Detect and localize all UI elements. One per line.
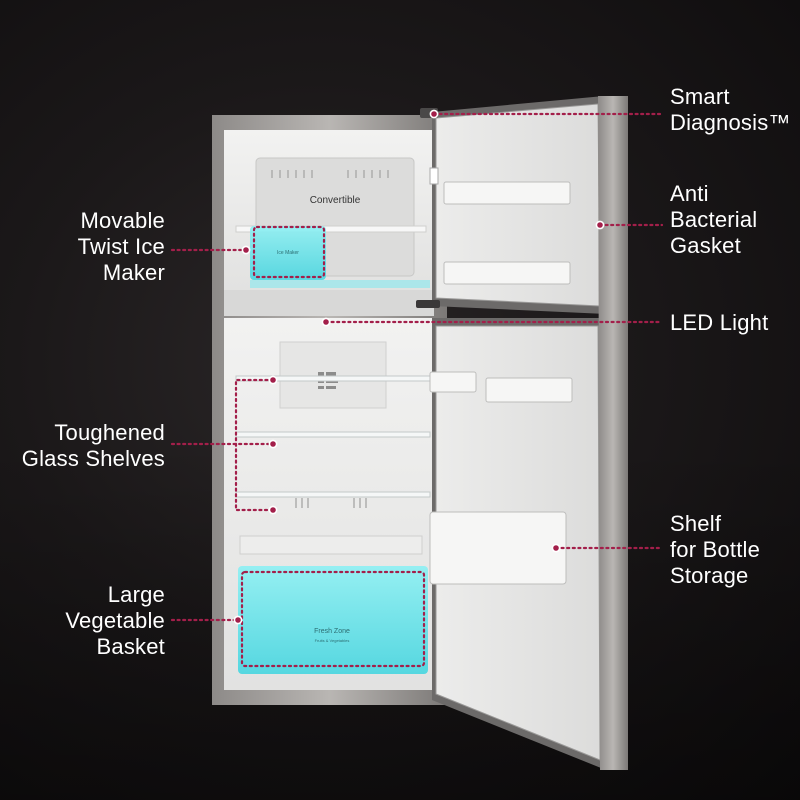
connector-dots: [233, 109, 605, 625]
callout-ice-maker: Movable Twist Ice Maker: [78, 208, 165, 286]
callout-anti-bacterial: Anti Bacterial Gasket: [670, 181, 757, 259]
callout-shelf-bottle-line2: for Bottle: [670, 537, 761, 562]
callout-veg-basket: Large Vegetable Basket: [65, 582, 165, 660]
callout-shelf-bottle-line3: Storage: [670, 563, 749, 588]
callout-anti-bacterial-line3: Gasket: [670, 233, 741, 258]
freezer-divider: [224, 290, 434, 316]
callout-glass-shelves-line1: Toughened: [54, 420, 165, 445]
callout-veg-basket-line3: Basket: [96, 634, 165, 659]
callout-veg-basket-line2: Vegetable: [65, 608, 165, 633]
callout-ice-maker-line1: Movable: [80, 208, 165, 233]
crisper-label: Fresh Zone: [314, 628, 350, 635]
crisper-highlight: [238, 566, 428, 674]
callout-shelf-bottle-line1: Shelf: [670, 511, 722, 536]
callout-led-light: LED Light: [670, 310, 768, 336]
callout-ice-maker-line3: Maker: [102, 260, 165, 285]
callout-led-light-line1: LED Light: [670, 310, 769, 335]
callout-glass-shelves: Toughened Glass Shelves: [22, 420, 165, 472]
callout-shelf-bottle: Shelf for Bottle Storage: [670, 511, 760, 589]
callout-glass-shelves-line2: Glass Shelves: [21, 446, 165, 471]
callout-veg-basket-line1: Large: [107, 582, 165, 607]
callout-smart-diagnosis-line1: Smart: [670, 84, 730, 109]
ice-maker-highlight: [250, 226, 326, 280]
callout-smart-diagnosis-line2: Diagnosis™: [670, 110, 791, 135]
callout-ice-maker-line2: Twist Ice: [77, 234, 165, 259]
freezer-panel-label: Convertible: [310, 195, 361, 206]
ice-tray-label: Ice Maker: [277, 250, 299, 256]
callout-smart-diagnosis: Smart Diagnosis™: [670, 84, 791, 136]
callout-anti-bacterial-line1: Anti: [670, 181, 709, 206]
callout-anti-bacterial-line2: Bacterial: [670, 207, 758, 232]
crisper-sublabel: Fruits & Vegetables: [315, 638, 350, 643]
